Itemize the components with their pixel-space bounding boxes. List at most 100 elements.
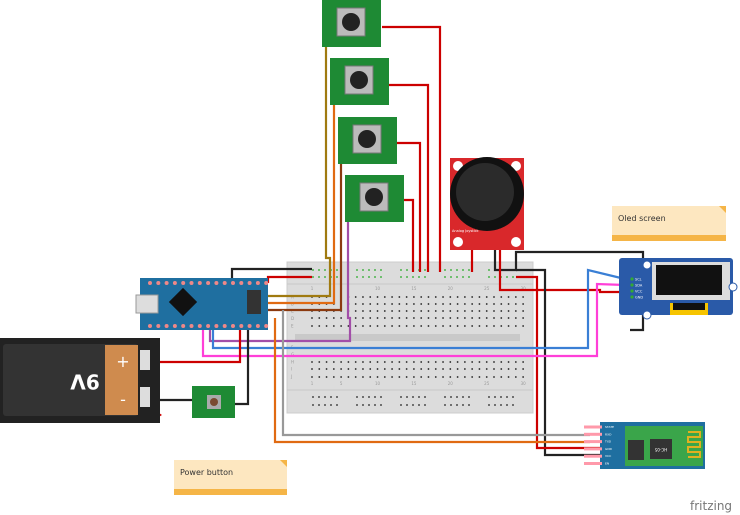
breadboard-hole [383,376,386,378]
push-button[interactable] [322,0,381,47]
wire-black [235,326,250,406]
rail-hole [406,269,408,271]
breadboard-hole [434,376,437,378]
breadboard-hole [391,325,393,327]
nano-pin [206,324,211,328]
breadboard-hole [311,361,313,363]
breadboard-hole [413,310,415,312]
wire-red [396,141,422,272]
rail-hole [488,276,490,278]
rail-hole [444,404,446,406]
row-label: H [291,359,294,364]
breadboard-hole [434,361,437,363]
breadboard-hole [485,361,488,363]
breadboard-hole [449,317,452,319]
rail-hole [336,276,338,278]
breadboard-hole [413,325,415,327]
rail-hole [494,396,496,398]
rail-hole [468,396,470,398]
breadboard-hole [325,361,328,363]
breadboard-hole [340,317,343,319]
column-label: 10 [375,286,381,291]
nano-pin [156,281,161,285]
rail-hole [380,396,382,398]
breadboard-hole [420,376,423,378]
breadboard-hole [471,361,474,363]
breadboard-hole [522,296,525,298]
nano-pin [222,281,227,285]
breadboard-hole [514,296,517,298]
breadboard-hole [522,317,525,319]
breadboard-hole [391,296,393,298]
column-label: 30 [521,286,527,291]
breadboard-hole [391,317,393,319]
breadboard-hole [405,361,408,363]
breadboard-hole [514,361,517,363]
nano-pin [197,281,202,285]
breadboard-hole [456,361,459,363]
breadboard-hole [463,310,466,312]
rail-hole [444,276,446,278]
breadboard-hole [362,368,364,370]
power-button[interactable] [192,386,235,418]
breadboard-hole [398,376,401,378]
rail-hole [318,404,320,406]
nano-pin [164,281,169,285]
breadboard-hole [442,317,444,319]
rail-hole [312,276,314,278]
breadboard-hole [442,361,444,363]
breadboard-hole [493,361,495,363]
wire-gray [281,310,590,437]
breadboard-hole [354,361,357,363]
rail-hole [512,404,514,406]
wires [149,20,645,457]
nano-pin [264,324,269,328]
rail-hole [462,276,464,278]
breadboard-hole [311,368,313,370]
breadboard-hole [369,303,372,305]
push-button[interactable] [330,58,389,105]
breadboard-hole [318,317,321,319]
push-button[interactable] [345,175,404,222]
nano-pin [164,324,169,328]
nano-pin [172,281,177,285]
rail-hole [356,396,358,398]
breadboard-hole [362,317,364,319]
breadboard-hole [391,368,393,370]
breadboard-hole [405,317,408,319]
breadboard-hole [362,296,364,298]
breadboard-hole [398,310,401,312]
rail-hole [468,404,470,406]
breadboard-hole [376,361,379,363]
breadboard-hole [325,317,328,319]
breadboard-hole [383,317,386,319]
column-label: 25 [484,286,490,291]
note-power-button: Power button [174,460,287,495]
nano-pin [231,324,235,328]
nano-pin [255,324,260,328]
wire-black [493,240,645,332]
oled-pin-label: GND [635,296,643,300]
breadboard-hole [391,361,393,363]
breadboard-hole [362,325,364,327]
wire-red [382,25,442,272]
breadboard-hole [318,325,321,327]
column-label: 30 [521,381,527,386]
column-label: 10 [375,381,381,386]
note-oled-screen: Oled screen [612,206,726,241]
breadboard-hole [311,376,313,378]
breadboard-hole [405,325,408,327]
push-button[interactable] [338,117,397,164]
wire-purple [208,195,352,343]
breadboard-hole [420,317,423,319]
breadboard-hole [398,361,401,363]
joystick-module[interactable]: Analog Joystick [450,157,524,250]
breadboard-hole [332,361,335,363]
breadboard-hole [463,303,466,305]
breadboard-hole [522,310,525,312]
breadboard-hole [311,317,313,319]
breadboard-hole [485,325,488,327]
breadboard-hole [463,296,466,298]
